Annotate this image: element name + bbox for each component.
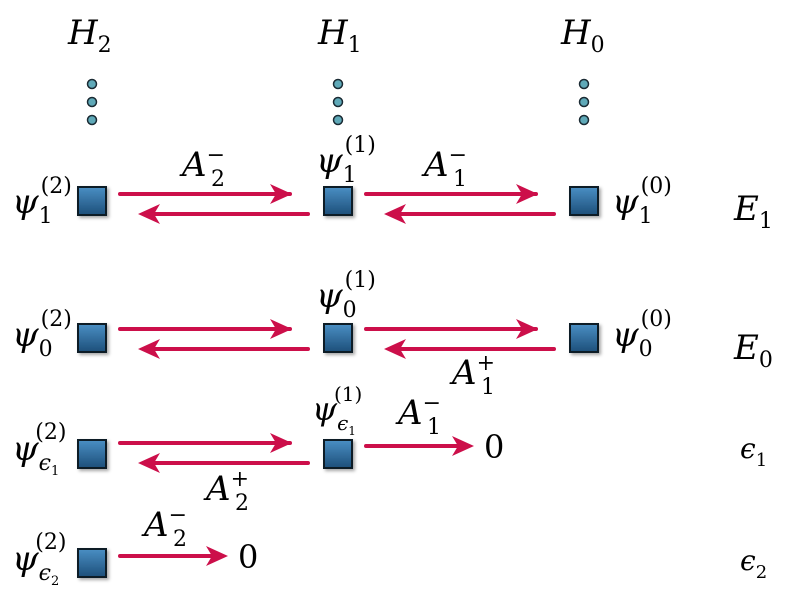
operator-a1-plus: A+1 bbox=[449, 351, 495, 400]
node-h2-level-0 bbox=[77, 323, 107, 353]
state-label-psi-0-0: ψ0(0) bbox=[612, 307, 672, 362]
energy-label-eps2: ϵ2 bbox=[740, 544, 767, 583]
node-h1-level-0 bbox=[323, 323, 353, 353]
state-label-psi-eps1-2: ψϵ1(2) bbox=[12, 420, 66, 479]
arrowhead-right bbox=[270, 319, 292, 339]
state-label-psi-eps2-2: ψϵ2(2) bbox=[12, 530, 66, 589]
arrowhead-right bbox=[206, 546, 228, 566]
arrowhead-left bbox=[138, 339, 160, 359]
energy-label-eps1: ϵ1 bbox=[740, 432, 767, 471]
node-h1-level-1 bbox=[323, 186, 353, 216]
ellipsis-dots-h1 bbox=[332, 78, 344, 126]
column-header-h2: H2 bbox=[67, 13, 112, 58]
arrowhead-left bbox=[384, 204, 406, 224]
state-label-psi-1-1: ψ1(1) bbox=[316, 133, 376, 188]
zero-label-2: 0 bbox=[238, 538, 258, 576]
state-label-psi-0-1: ψ0(1) bbox=[316, 268, 376, 323]
arrowhead-right bbox=[270, 184, 292, 204]
arrowhead-right bbox=[516, 184, 538, 204]
state-label-psi-eps1-1: ψϵ1(1) bbox=[312, 382, 362, 438]
zero-label-1: 0 bbox=[484, 428, 504, 466]
state-label-psi-0-2: ψ0(2) bbox=[12, 307, 72, 362]
arrowhead-left bbox=[384, 339, 406, 359]
state-label-psi-1-2: ψ1(2) bbox=[12, 174, 72, 229]
operator-a2-minus-eps: A−2 bbox=[141, 503, 187, 552]
node-h2-level-eps1 bbox=[77, 439, 107, 469]
arrowhead-left bbox=[138, 453, 160, 473]
arrowhead-right bbox=[270, 433, 292, 453]
energy-label-e0: E0 bbox=[733, 328, 773, 373]
operator-a2-plus: A+2 bbox=[203, 467, 249, 516]
arrowhead-right bbox=[516, 319, 538, 339]
operator-a1-minus-eps: A−1 bbox=[395, 391, 441, 440]
arrowhead-right bbox=[452, 436, 474, 456]
column-header-h1: H1 bbox=[317, 13, 362, 58]
operator-a1-minus-top: A−1 bbox=[421, 143, 467, 192]
column-header-h0: H0 bbox=[560, 13, 605, 58]
node-h2-level-1 bbox=[77, 186, 107, 216]
arrowhead-left bbox=[138, 204, 160, 224]
node-h2-level-eps2 bbox=[77, 548, 107, 578]
energy-label-e1: E1 bbox=[733, 189, 773, 234]
ellipsis-dots-h0 bbox=[578, 78, 590, 126]
state-label-psi-1-0: ψ1(0) bbox=[612, 174, 672, 229]
node-h1-level-eps1 bbox=[323, 439, 353, 469]
operator-a2-minus-top: A−2 bbox=[179, 143, 225, 192]
node-h0-level-1 bbox=[569, 186, 599, 216]
ellipsis-dots-h2 bbox=[86, 78, 98, 126]
node-h0-level-0 bbox=[569, 323, 599, 353]
